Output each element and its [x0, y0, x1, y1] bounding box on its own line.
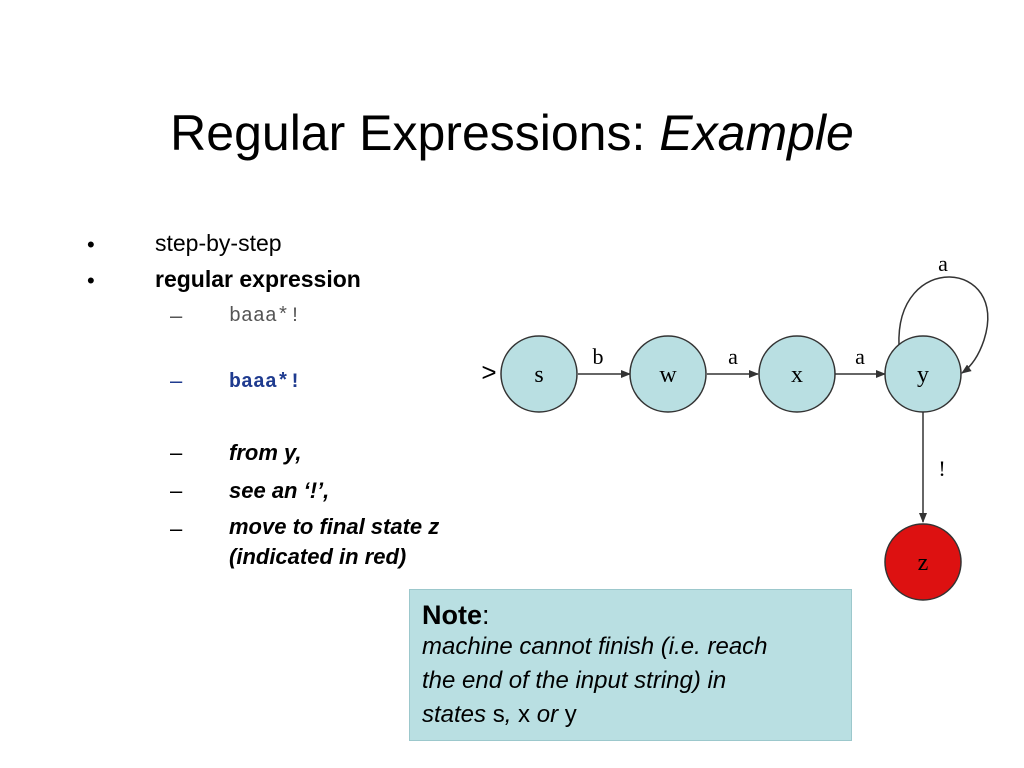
- edge-label-bang: !: [938, 456, 945, 481]
- state-x-circle: [758, 335, 836, 413]
- edge-label-a: a: [728, 344, 738, 369]
- note-heading: Note:: [422, 600, 839, 630]
- state-w-label: w: [659, 362, 677, 388]
- sub-dash: –: [170, 368, 183, 393]
- step-move-final: move to final state z: [229, 514, 440, 539]
- sub-dash: –: [170, 478, 183, 503]
- state-y-label: y: [917, 362, 929, 388]
- state-z-label: z: [918, 550, 929, 576]
- bullet-marker: •: [87, 268, 95, 293]
- state-s-circle: [500, 335, 578, 413]
- note-colon: :: [482, 600, 490, 630]
- edge-label-loop-a: a: [938, 251, 948, 276]
- state-nodes: s w x y z: [500, 335, 962, 601]
- step-indicated-red: (indicated in red): [229, 544, 407, 569]
- state-x-label: x: [791, 362, 803, 388]
- state-w-circle: [629, 335, 707, 413]
- step-from-y: from y,: [229, 440, 302, 465]
- state-y-circle: [884, 335, 962, 413]
- edge-y-y-loop: [898, 276, 989, 374]
- step-see-bang: see an ‘!’,: [229, 478, 330, 503]
- edge-label-a: a: [855, 344, 865, 369]
- state-s-label: s: [534, 362, 543, 388]
- edge-label-b: b: [593, 344, 604, 369]
- regex-plain: baaa*!: [229, 305, 302, 328]
- sub-dash: –: [170, 516, 183, 541]
- start-marker: >: [481, 357, 496, 387]
- bullet-regular-expression: regular expression: [155, 266, 361, 292]
- slide-title: Regular Expressions: Example: [0, 103, 1024, 163]
- bullet-marker: •: [87, 232, 95, 257]
- note-state-x: x: [518, 701, 531, 728]
- bullet-step-by-step: step-by-step: [155, 230, 282, 256]
- note-line-3: states s, x or y: [422, 698, 839, 732]
- note-state-y: y: [564, 701, 577, 728]
- note-box: Note: machine cannot finish (i.e. reach …: [409, 589, 852, 741]
- sub-dash: –: [170, 303, 183, 328]
- note-line-1: machine cannot finish (i.e. reach: [422, 633, 768, 660]
- note-comma: ,: [504, 701, 519, 728]
- note-line-2: the end of the input string) in: [422, 667, 727, 694]
- note-heading-text: Note: [422, 600, 482, 630]
- title-italic: Example: [659, 105, 854, 161]
- title-main: Regular Expressions:: [170, 105, 646, 161]
- sub-dash: –: [170, 440, 183, 465]
- note-states-text: states: [422, 701, 493, 728]
- note-body: machine cannot finish (i.e. reach the en…: [422, 630, 839, 732]
- note-state-s: s: [492, 701, 505, 728]
- note-or: or: [530, 701, 565, 728]
- regex-highlighted: baaa*!: [229, 371, 302, 394]
- state-z-final-circle: [884, 523, 962, 601]
